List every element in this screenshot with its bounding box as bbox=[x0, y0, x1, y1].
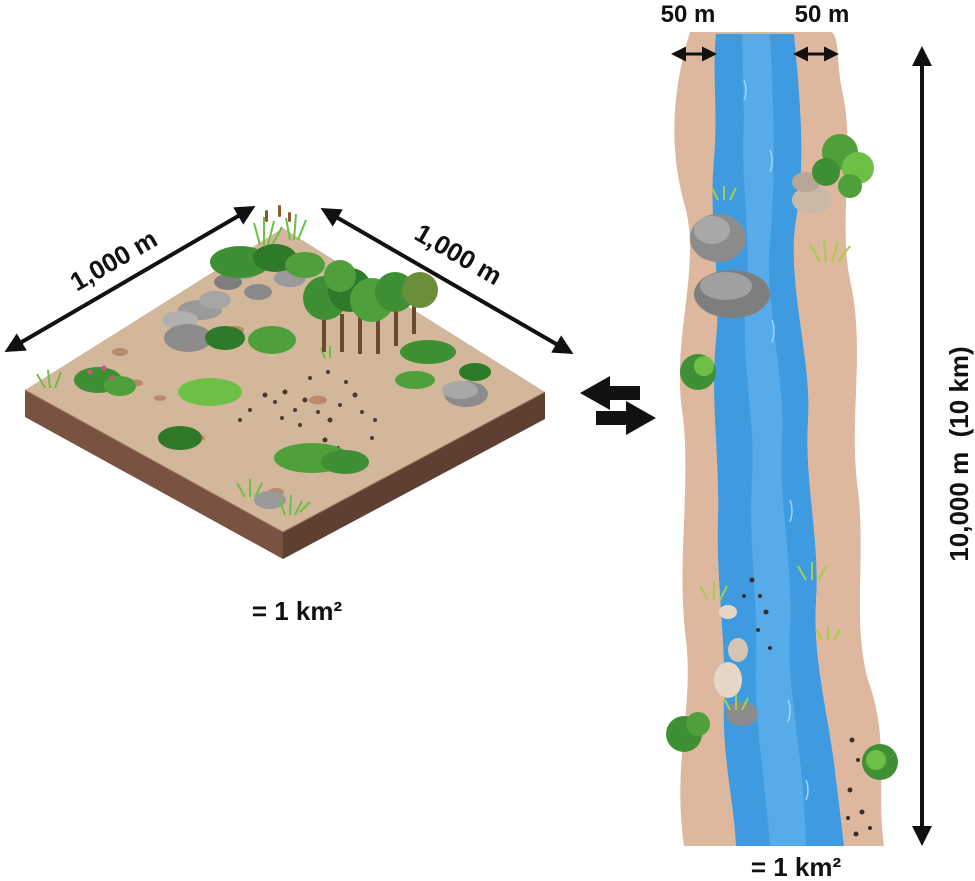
width-arrow-right bbox=[320, 208, 574, 354]
river-area-label: = 1 km² bbox=[751, 852, 842, 881]
pebbles bbox=[238, 370, 377, 450]
river-strip: 50 m 50 m 10,000 m (10 km) = 1 km² bbox=[661, 1, 974, 881]
block-top-face bbox=[25, 228, 545, 532]
left-bank-width-label: 50 m bbox=[661, 1, 716, 28]
block-front-face bbox=[25, 390, 283, 559]
two-way-arrows-icon bbox=[580, 376, 656, 435]
river-length-label: 10,000 m (10 km) bbox=[944, 346, 974, 561]
edge-label-left: 1,000 m bbox=[65, 223, 163, 297]
river-water-highlight bbox=[742, 34, 806, 846]
river-boulders bbox=[690, 172, 832, 726]
square-km-block: 1,000 m 1,000 m = 1 km² bbox=[4, 205, 574, 626]
block-right-face bbox=[283, 392, 545, 559]
bank-vegetation bbox=[666, 134, 898, 780]
width-arrow-left bbox=[4, 205, 256, 353]
bank-grass bbox=[699, 186, 851, 711]
water-ripples bbox=[743, 79, 809, 801]
cattails bbox=[265, 205, 291, 222]
left-area-label: = 1 km² bbox=[252, 596, 343, 626]
river-pebbles bbox=[742, 577, 872, 837]
flowers bbox=[87, 365, 114, 380]
right-bank-width-label: 50 m bbox=[795, 1, 850, 28]
